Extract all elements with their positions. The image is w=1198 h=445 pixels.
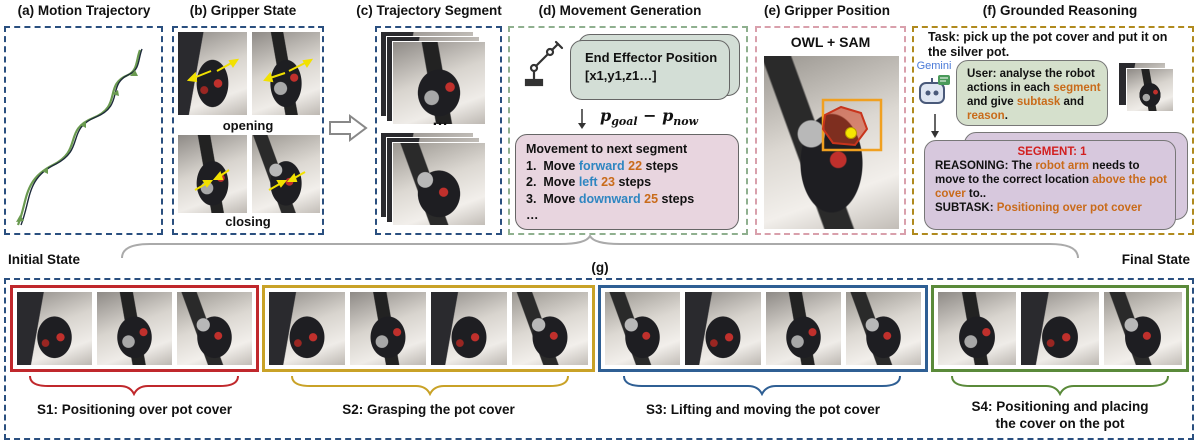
s1-frame-1 <box>16 291 93 366</box>
s3-frame-4 <box>844 291 922 366</box>
segment-heading: SEGMENT: 1 <box>1017 146 1087 158</box>
s4-brace <box>951 375 1169 396</box>
s2-brace <box>291 375 569 396</box>
opening-arrows-icon <box>186 58 314 83</box>
formula-now: now <box>673 115 699 129</box>
formula-goal: goal <box>611 115 638 129</box>
panel-f-frame <box>912 26 1194 235</box>
segment-s2-frames <box>262 285 595 372</box>
panel-c-title: (c) Trajectory Segment <box>356 3 502 18</box>
robot-assistant-icon <box>919 75 950 104</box>
s1-frame-3 <box>176 291 253 366</box>
s3-label: S3: Lifting and moving the pot cover <box>645 402 880 417</box>
owl-sam-label: OWL + SAM <box>790 34 871 50</box>
task-text: Task: pick up the pot cover and put it o… <box>928 30 1168 59</box>
reasoning-text: REASONING: The robot arm needs to move t… <box>935 160 1167 200</box>
move-item-1: 1. Move forward 22 steps <box>526 158 679 173</box>
s2-frame-1 <box>268 291 346 366</box>
closing-label: closing <box>225 214 271 229</box>
reason-box: SEGMENT: 1 REASONING: The robot arm need… <box>924 140 1176 230</box>
gripper-open-photo-1 <box>177 31 248 116</box>
segment-s3-frames <box>598 285 928 372</box>
s4-frame-3 <box>1103 291 1183 366</box>
segment-stack-front-1 <box>392 41 486 125</box>
ee-coords: [x1,y1,z1…] <box>585 68 657 83</box>
movement-title: Movement to next segment <box>526 142 688 156</box>
segment-s1-frames <box>10 285 259 372</box>
final-state-label: Final State <box>1121 252 1190 267</box>
detection-overlay <box>821 98 883 152</box>
formula-minus-p: − p <box>643 106 674 125</box>
s1-brace <box>29 375 239 396</box>
subtask-text: SUBTASK: Positioning over pot cover <box>935 202 1142 214</box>
s3-frame-2 <box>684 291 762 366</box>
gripper-close-photo-2 <box>251 134 321 214</box>
s4-label-line2: the cover on the pot <box>995 416 1125 431</box>
prompt-photo-front <box>1126 68 1174 112</box>
movement-box: Movement to next segment 1. Move forward… <box>515 134 739 230</box>
s2-label: S2: Grasping the pot cover <box>342 402 515 417</box>
ee-title: End Effector Position <box>585 50 718 65</box>
down-arrow-icon <box>578 109 586 129</box>
closing-arrows-icon <box>194 169 306 191</box>
s3-frame-1 <box>604 291 682 366</box>
g-label: (g) <box>591 260 609 275</box>
ee-box: End Effector Position [x1,y1,z1…] <box>570 40 730 100</box>
s3-frame-3 <box>764 291 842 366</box>
panel-d-title: (d) Movement Generation <box>538 3 702 18</box>
segment-ellipsis: … <box>432 112 448 129</box>
s2-frame-2 <box>349 291 427 366</box>
s1-label: S1: Positioning over pot cover <box>36 402 233 417</box>
panel-f-title: (f) Grounded Reasoning <box>982 3 1138 18</box>
s2-frame-4 <box>511 291 589 366</box>
move-item-2: 2. Move left 23 steps <box>526 175 652 189</box>
panel-e-title: (e) Gripper Position <box>763 3 890 18</box>
panel-a-title: (a) Motion Trajectory <box>17 3 151 18</box>
panel-c-frame <box>375 26 502 235</box>
panel-b-title: (b) Gripper State <box>189 3 297 18</box>
initial-state-label: Initial State <box>8 252 81 267</box>
down-arrow-small-icon <box>931 114 939 138</box>
panel-g-frame <box>4 278 1194 440</box>
segment-s4-frames <box>931 285 1189 372</box>
formula-p: p <box>600 106 612 125</box>
segment-stack-front-2 <box>392 142 486 226</box>
s1-frame-2 <box>96 291 173 366</box>
right-arrow-icon <box>329 114 368 142</box>
panel-d-frame <box>508 26 748 235</box>
panel-e-frame <box>755 26 906 235</box>
top-brace <box>121 234 1079 259</box>
gripper-close-photo-1 <box>177 134 248 214</box>
s4-label-line1: S4: Positioning and placing <box>971 399 1149 414</box>
s4-frame-1 <box>937 291 1017 366</box>
panel-a-frame <box>4 26 163 235</box>
s4-frame-2 <box>1020 291 1100 366</box>
s2-frame-3 <box>430 291 508 366</box>
motion-trajectory-plot <box>16 48 143 226</box>
opening-label: opening <box>222 118 274 133</box>
gripper-open-photo-2 <box>251 31 321 116</box>
move-item-3: 3. Move downward 25 steps <box>526 191 695 206</box>
s4-label: S4: Positioning and placing the cover on… <box>931 398 1189 432</box>
gemini-label: Gemini <box>916 60 952 72</box>
move-more: … <box>526 208 539 222</box>
delta-formula: pgoal − pnow <box>600 106 698 128</box>
user-prompt-box: User: analyse the robot actions in each … <box>956 60 1108 126</box>
s3-brace <box>623 375 901 396</box>
robot-arm-icon <box>524 40 564 87</box>
panel-b-frame <box>172 26 324 235</box>
